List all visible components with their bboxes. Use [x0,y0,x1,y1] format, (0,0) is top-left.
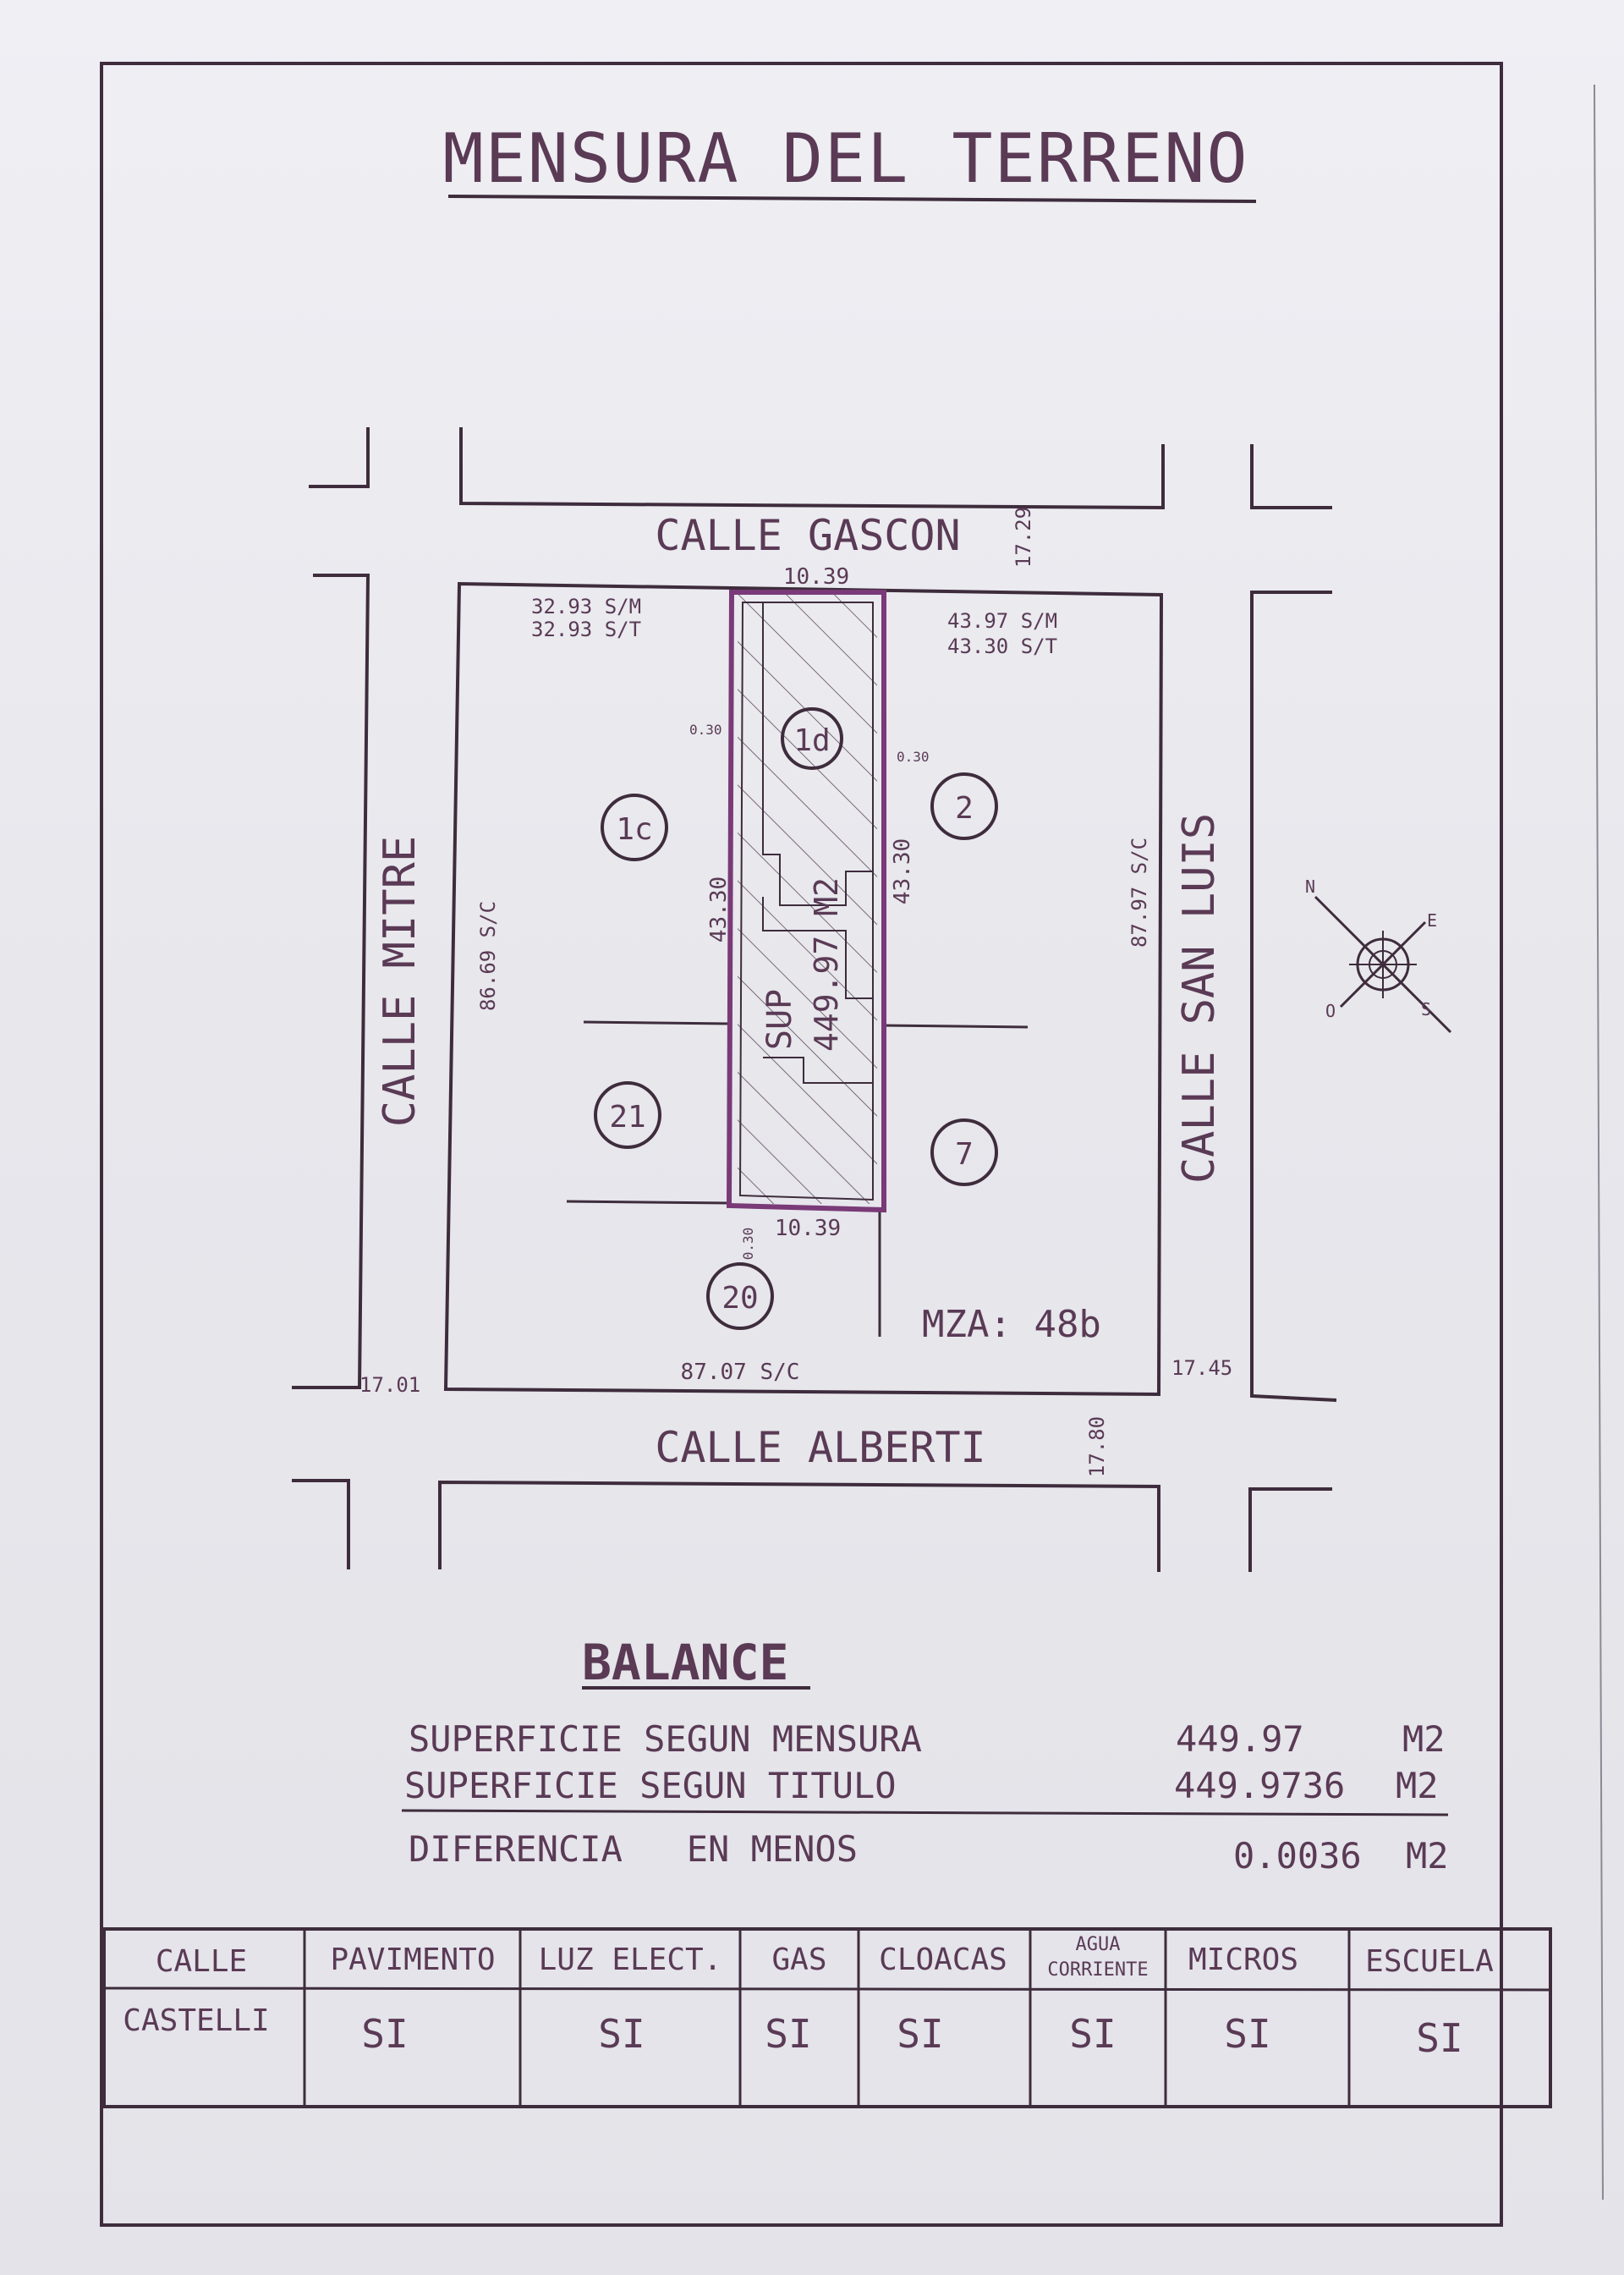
table-cell-luz: SI [598,2011,645,2057]
offset-b: 0.30 [897,749,930,765]
table-cell-micros: SI [1224,2011,1270,2057]
measure-south-side: 87.07 S/C [681,1360,800,1385]
table-cell-cloacas: SI [897,2011,943,2057]
street-edge-left-outer [292,574,370,1389]
lot-hatch [738,595,877,1204]
street-name-south: CALLE ALBERTI [655,1423,985,1472]
lot-front-top: 10.39 [783,564,849,590]
building-outline-top [762,602,873,906]
street-corner-tr [1250,444,1332,509]
compass-n: N [1305,876,1315,897]
table-cell-pavimento: SI [361,2011,408,2057]
block-label: MZA: 48b [922,1303,1101,1346]
offset-c: 0.30 [740,1228,756,1261]
compass-rose: N E S O [1305,876,1452,1034]
lot-surface-value: 449.97 M2 [808,877,845,1052]
table-header-pavimento: PAVIMENTO [330,1943,495,1977]
balance-row-3-unit: M2 [1406,1835,1449,1877]
building-outline-middle [762,897,873,999]
block-outline [443,581,1164,1397]
services-table [102,1927,1552,2108]
division-21-20 [566,1200,730,1205]
building-outline-bottom [763,1057,873,1084]
street-width-alberti: 17.80 [1085,1416,1109,1477]
parcel-1d: 1d [781,707,843,770]
street-name-west: CALLE MITRE [375,836,425,1127]
parcel-7: 7 [930,1118,998,1186]
division-1c-21 [583,1020,730,1025]
lot-front-bottom: 10.39 [775,1216,841,1241]
street-edge-bottom [438,1480,1160,1572]
street-corner-br [1248,1487,1332,1572]
balance-row-2-unit: M2 [1396,1765,1439,1806]
right-fold-line [1594,84,1604,2201]
parcel-2-label: 2 [955,791,974,826]
balance-total-line [401,1809,1449,1816]
compass-e: E [1427,910,1437,931]
sheet-border [100,62,1503,2227]
title-underline [447,195,1257,203]
balance-row-3-value: 0.0036 [1233,1835,1362,1877]
parcel-1d-label: 1d [793,723,830,758]
page-title: MENSURA DEL TERRENO [442,119,1248,198]
table-header-gas: GAS [771,1943,826,1977]
street-name-east: CALLE SAN LUIS [1174,813,1225,1184]
balance-row-1-value: 449.97 [1176,1718,1304,1760]
parcel-1c: 1c [601,794,668,861]
measure-west-side: 86.69 S/C [476,901,500,1011]
table-header-agua-line1: AGUA [1076,1934,1121,1955]
table-header-luz: LUZ ELECT. [539,1943,722,1977]
offset-a: 0.30 [689,722,722,738]
parcel-21-label: 21 [609,1100,645,1135]
table-cell-agua: SI [1069,2011,1116,2057]
lot-side-right: 43.30 [890,838,915,904]
compass-o: O [1325,1001,1336,1021]
table-header-escuela: ESCUELA [1365,1944,1494,1979]
street-width-mitre: 17.01 [359,1373,420,1397]
balance-row-1-label: SUPERFICIE SEGUN MENSURA [409,1718,922,1760]
street-width-sanluis: 17.45 [1171,1356,1232,1380]
division-2-7 [881,1024,1029,1029]
lot-side-left: 43.30 [706,876,732,942]
street-edge-right-outer [1250,591,1337,1402]
parcel-20: 20 [706,1262,774,1330]
street-corner-bl [292,1479,350,1569]
measure-right-sm: 43.97 S/M [947,609,1057,633]
compass-s: S [1421,999,1431,1019]
street-width-gascon: 17.29 [1012,507,1035,568]
measure-left-sm: 32.93 S/M [531,595,641,618]
balance-row-1-unit: M2 [1402,1718,1446,1760]
parcel-21: 21 [594,1081,661,1149]
table-cell-calle: CASTELLI [123,2003,269,2038]
measure-east-side: 87.97 S/C [1127,838,1151,948]
parcel-2: 2 [930,772,998,840]
lot-surface-label: SUP [760,989,799,1050]
table-header-micros: MICROS [1188,1943,1298,1977]
street-name-north: CALLE GASCON [655,511,960,560]
parcel-20-label: 20 [721,1281,758,1316]
parcel-7-label: 7 [955,1137,974,1172]
balance-heading: BALANCE [582,1634,788,1691]
table-cell-gas: SI [765,2011,811,2057]
balance-row-2-label: SUPERFICIE SEGUN TITULO [404,1765,897,1806]
table-header-calle: CALLE [156,1944,247,1979]
table-cell-escuela: SI [1416,2015,1462,2061]
lot-inner-outline [738,602,874,1201]
balance-row-2-value: 449.9736 [1174,1765,1345,1806]
measure-right-st: 43.30 S/T [947,635,1057,658]
table-header-agua-line2: CORRIENTE [1047,1959,1148,1981]
parcel-1c-label: 1c [616,812,652,847]
table-header-cloacas: CLOACAS [879,1943,1007,1977]
measure-left-st: 32.93 S/T [531,618,641,641]
lot-outline [726,590,886,1213]
balance-row-3-label: DIFERENCIA EN MENOS [409,1828,858,1870]
street-corner-tl [309,427,370,488]
street-edge-top [459,427,1165,510]
